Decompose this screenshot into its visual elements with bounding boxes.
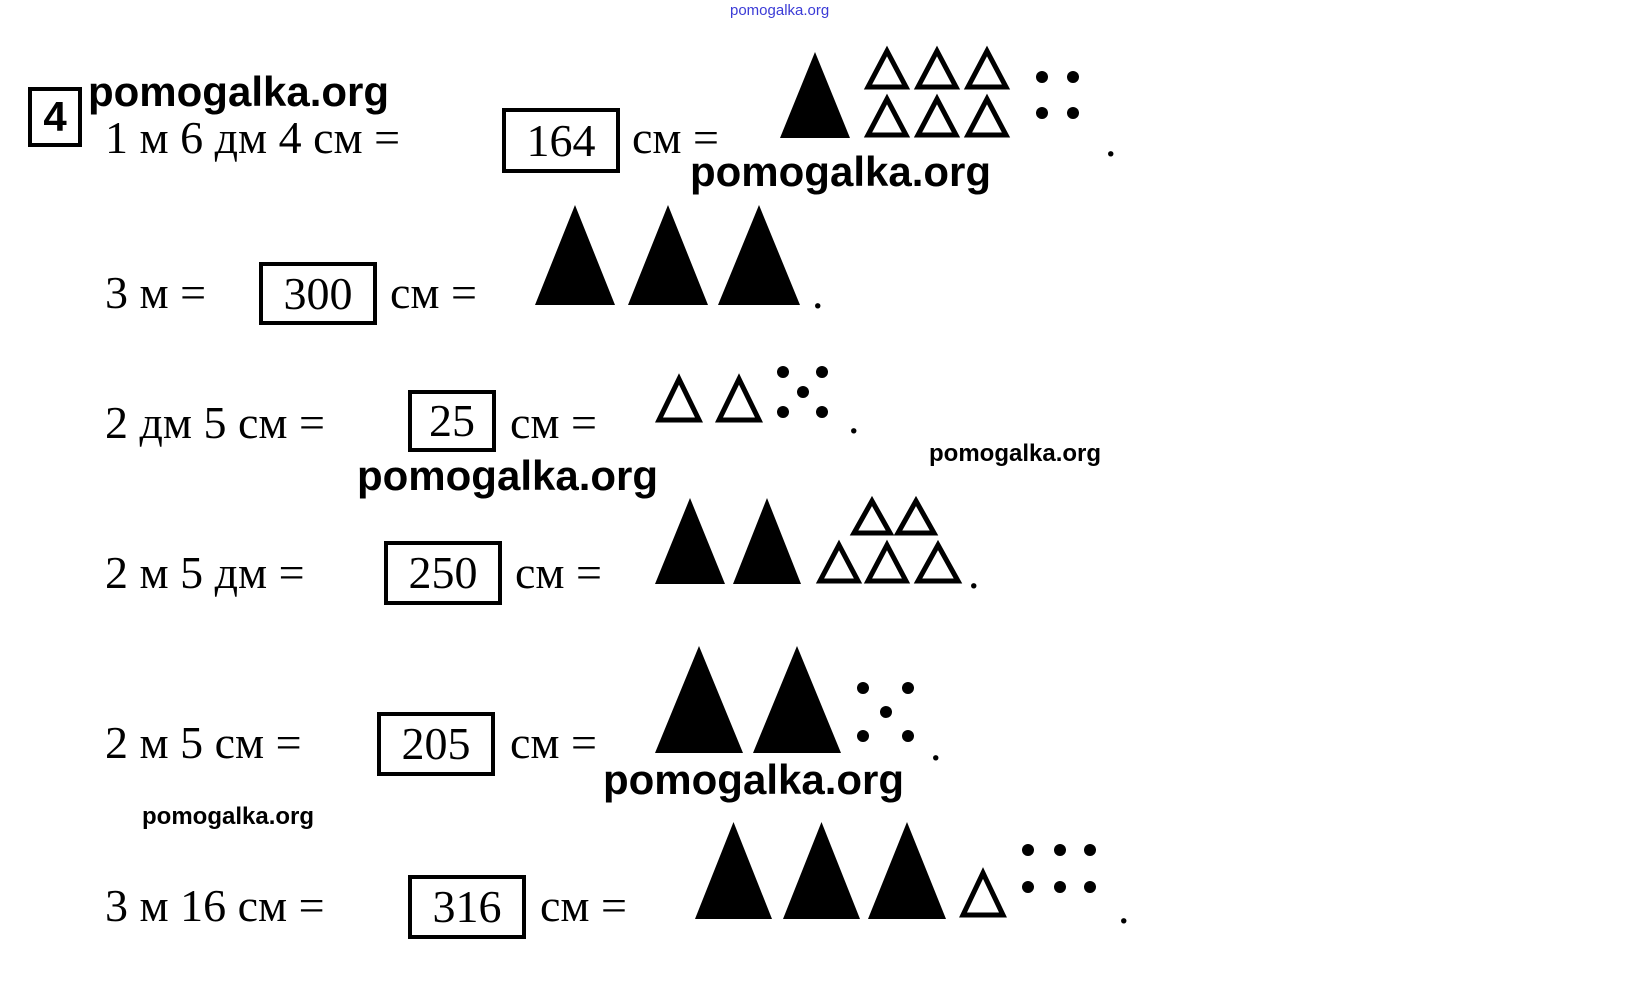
equation-expression: 2 дм 5 см = <box>105 397 325 448</box>
unit-equals: см = <box>510 397 597 448</box>
centimeter-dot <box>1022 844 1034 856</box>
meter-triangle-filled <box>780 52 850 138</box>
end-period: . <box>1118 882 1130 933</box>
meter-triangle-filled <box>868 822 946 919</box>
centimeter-dot <box>816 366 828 378</box>
decimeter-triangle-hollow <box>963 93 1011 138</box>
unit-equals: см = <box>390 267 477 318</box>
equation-expression: 3 м 16 см = <box>105 880 325 931</box>
centimeter-dot <box>1036 107 1048 119</box>
decimeter-triangle-hollow <box>913 539 963 584</box>
decimeter-triangle-hollow <box>913 45 961 90</box>
meter-triangle-filled <box>535 205 615 305</box>
end-period: . <box>1105 115 1117 166</box>
meter-triangle-filled <box>695 822 772 919</box>
meter-triangle-filled <box>655 498 725 584</box>
centimeter-dot <box>857 730 869 742</box>
watermark: pomogalka.org <box>690 148 992 195</box>
end-period: . <box>848 392 860 443</box>
answer-box: 25 <box>408 390 496 452</box>
watermark-top: pomogalka.org <box>730 2 830 19</box>
answer-box: 300 <box>259 262 377 325</box>
watermark: pomogalka.org <box>929 440 1102 467</box>
decimeter-triangle-hollow <box>893 495 939 536</box>
answer-box: 316 <box>408 875 526 939</box>
end-period: . <box>812 267 824 318</box>
end-period: . <box>968 547 980 598</box>
decimeter-triangle-hollow <box>963 45 1011 90</box>
centimeter-dot <box>880 706 892 718</box>
equation-expression: 2 м 5 дм = <box>105 547 305 598</box>
decimeter-triangle-hollow <box>849 495 895 536</box>
answer-box: 164 <box>502 108 620 173</box>
centimeter-dot <box>1084 844 1096 856</box>
centimeter-dot <box>902 730 914 742</box>
centimeter-dot <box>1054 844 1066 856</box>
decimeter-triangle-hollow <box>863 93 911 138</box>
end-period: . <box>930 719 942 770</box>
decimeter-triangle-hollow <box>863 539 911 584</box>
unit-equals: см = <box>510 717 597 768</box>
unit-equals: см = <box>632 112 719 163</box>
decimeter-triangle-hollow <box>714 373 764 423</box>
centimeter-dot <box>1067 71 1079 83</box>
centimeter-dot <box>1036 71 1048 83</box>
centimeter-dot <box>797 386 809 398</box>
centimeter-dot <box>777 406 789 418</box>
watermark: pomogalka.org <box>357 452 659 499</box>
meter-triangle-filled <box>655 646 743 753</box>
answer-box: 205 <box>377 712 495 776</box>
watermark: pomogalka.org <box>142 803 315 830</box>
centimeter-dot <box>777 366 789 378</box>
centimeter-dot <box>1022 881 1034 893</box>
meter-triangle-filled <box>783 822 860 919</box>
centimeter-dot <box>857 682 869 694</box>
centimeter-dot <box>1054 881 1066 893</box>
watermark: pomogalka.org <box>603 756 905 803</box>
unit-equals: см = <box>540 880 627 931</box>
equation-expression: 2 м 5 см = <box>105 717 302 768</box>
meter-triangle-filled <box>733 498 801 584</box>
watermark: pomogalka.org <box>88 68 390 115</box>
centimeter-dot <box>1084 881 1096 893</box>
unit-equals: см = <box>515 547 602 598</box>
centimeter-dot <box>816 406 828 418</box>
decimeter-triangle-hollow <box>654 373 704 423</box>
decimeter-triangle-hollow <box>815 539 863 584</box>
decimeter-triangle-hollow <box>959 867 1007 918</box>
answer-box: 250 <box>384 541 502 605</box>
task-number: 4 <box>28 87 82 147</box>
equation-expression: 3 м = <box>105 267 207 318</box>
decimeter-triangle-hollow <box>913 93 961 138</box>
meter-triangle-filled <box>753 646 841 753</box>
meter-triangle-filled <box>718 205 800 305</box>
centimeter-dot <box>1067 107 1079 119</box>
equation-expression: 1 м 6 дм 4 см = <box>105 112 401 163</box>
meter-triangle-filled <box>628 205 708 305</box>
centimeter-dot <box>902 682 914 694</box>
decimeter-triangle-hollow <box>863 45 911 90</box>
